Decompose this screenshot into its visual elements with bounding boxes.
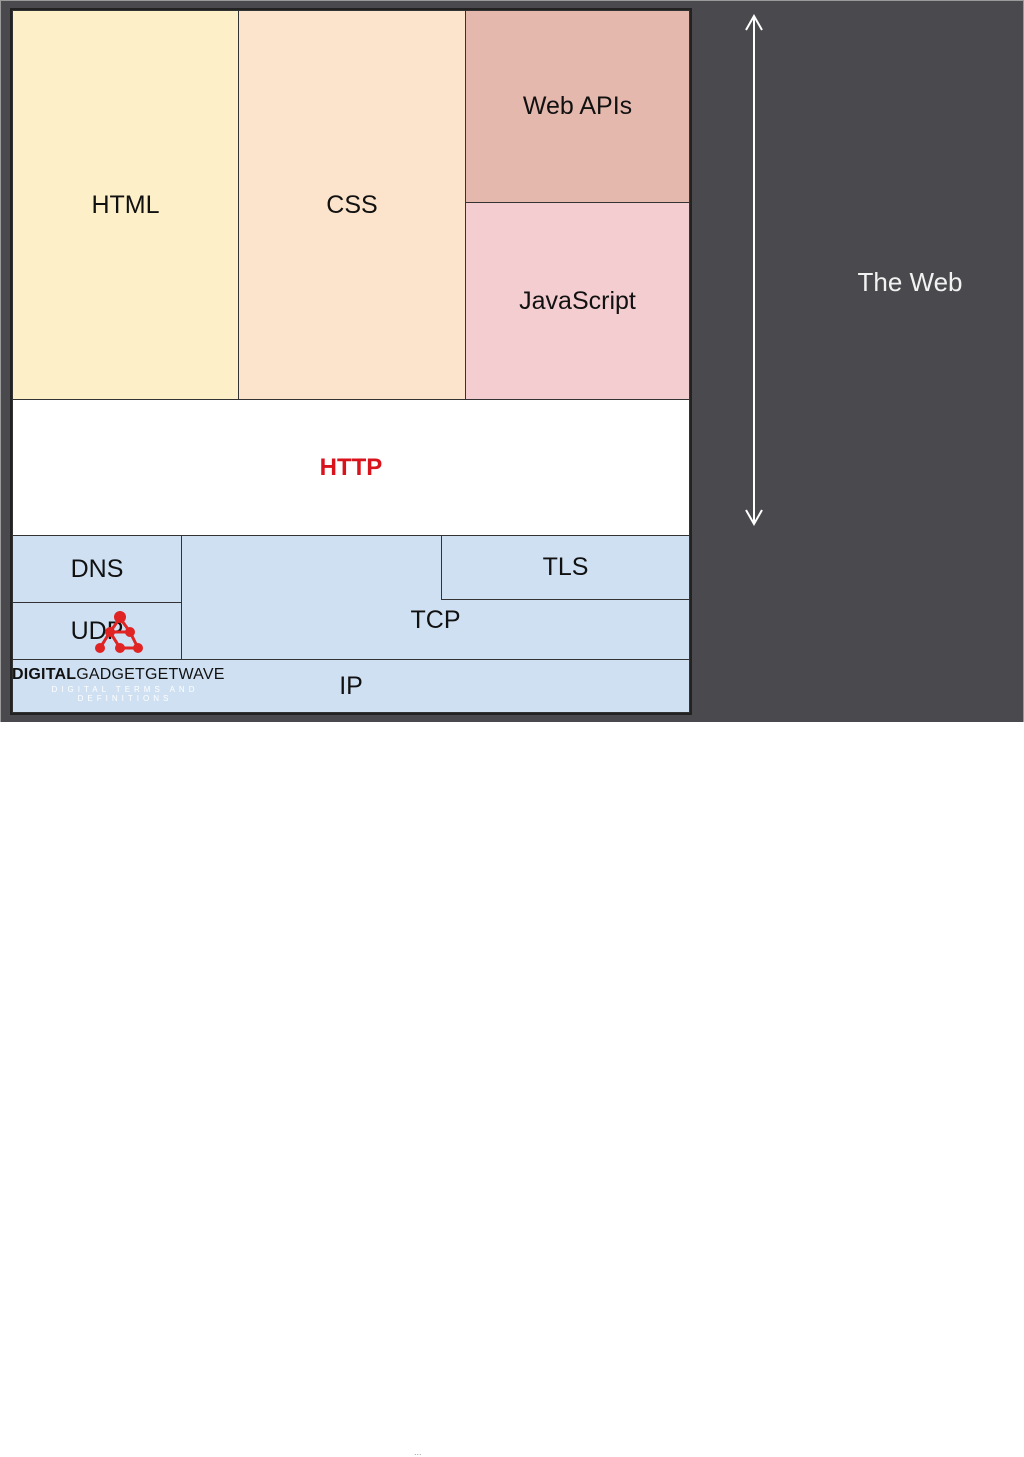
javascript-label: JavaScript [519, 286, 636, 315]
css-layer: CSS [238, 10, 466, 400]
watermark-logo-icon [95, 611, 143, 653]
web-apis-layer: Web APIs [465, 10, 690, 203]
html-label: HTML [91, 190, 160, 219]
watermark-tagline: DIGITAL TERMS AND DEFINITIONS [51, 685, 199, 703]
web-apis-label: Web APIs [522, 92, 633, 120]
the-web-label: The Web [857, 266, 963, 297]
html-layer: HTML [12, 10, 239, 400]
tls-label: TLS [542, 553, 589, 581]
javascript-layer: JavaScript [465, 202, 690, 400]
watermark-brand: DIGITALGADGETGETWAVE [12, 666, 225, 684]
watermark-brand-bold: DIGITAL [12, 666, 77, 683]
css-label: CSS [326, 190, 378, 219]
double-arrow-icon [745, 13, 763, 527]
ip-label: IP [339, 671, 363, 700]
dns-label: DNS [70, 554, 124, 583]
tls-layer: TLS [441, 535, 690, 600]
tcp-label: TCP [410, 606, 461, 634]
watermark-brand-rest: GADGETGETWAVE [76, 666, 225, 683]
bottom-strip: ... [0, 722, 1024, 1457]
resize-handle[interactable]: ... [414, 1447, 422, 1457]
dns-layer: DNS [12, 535, 182, 603]
http-layer: HTTP [12, 399, 690, 536]
http-label: HTTP [319, 453, 383, 481]
ip-layer: IP [12, 659, 690, 713]
web-stack-diagram: HTML CSS Web APIs JavaScript HTTP DNS UD… [10, 8, 692, 715]
